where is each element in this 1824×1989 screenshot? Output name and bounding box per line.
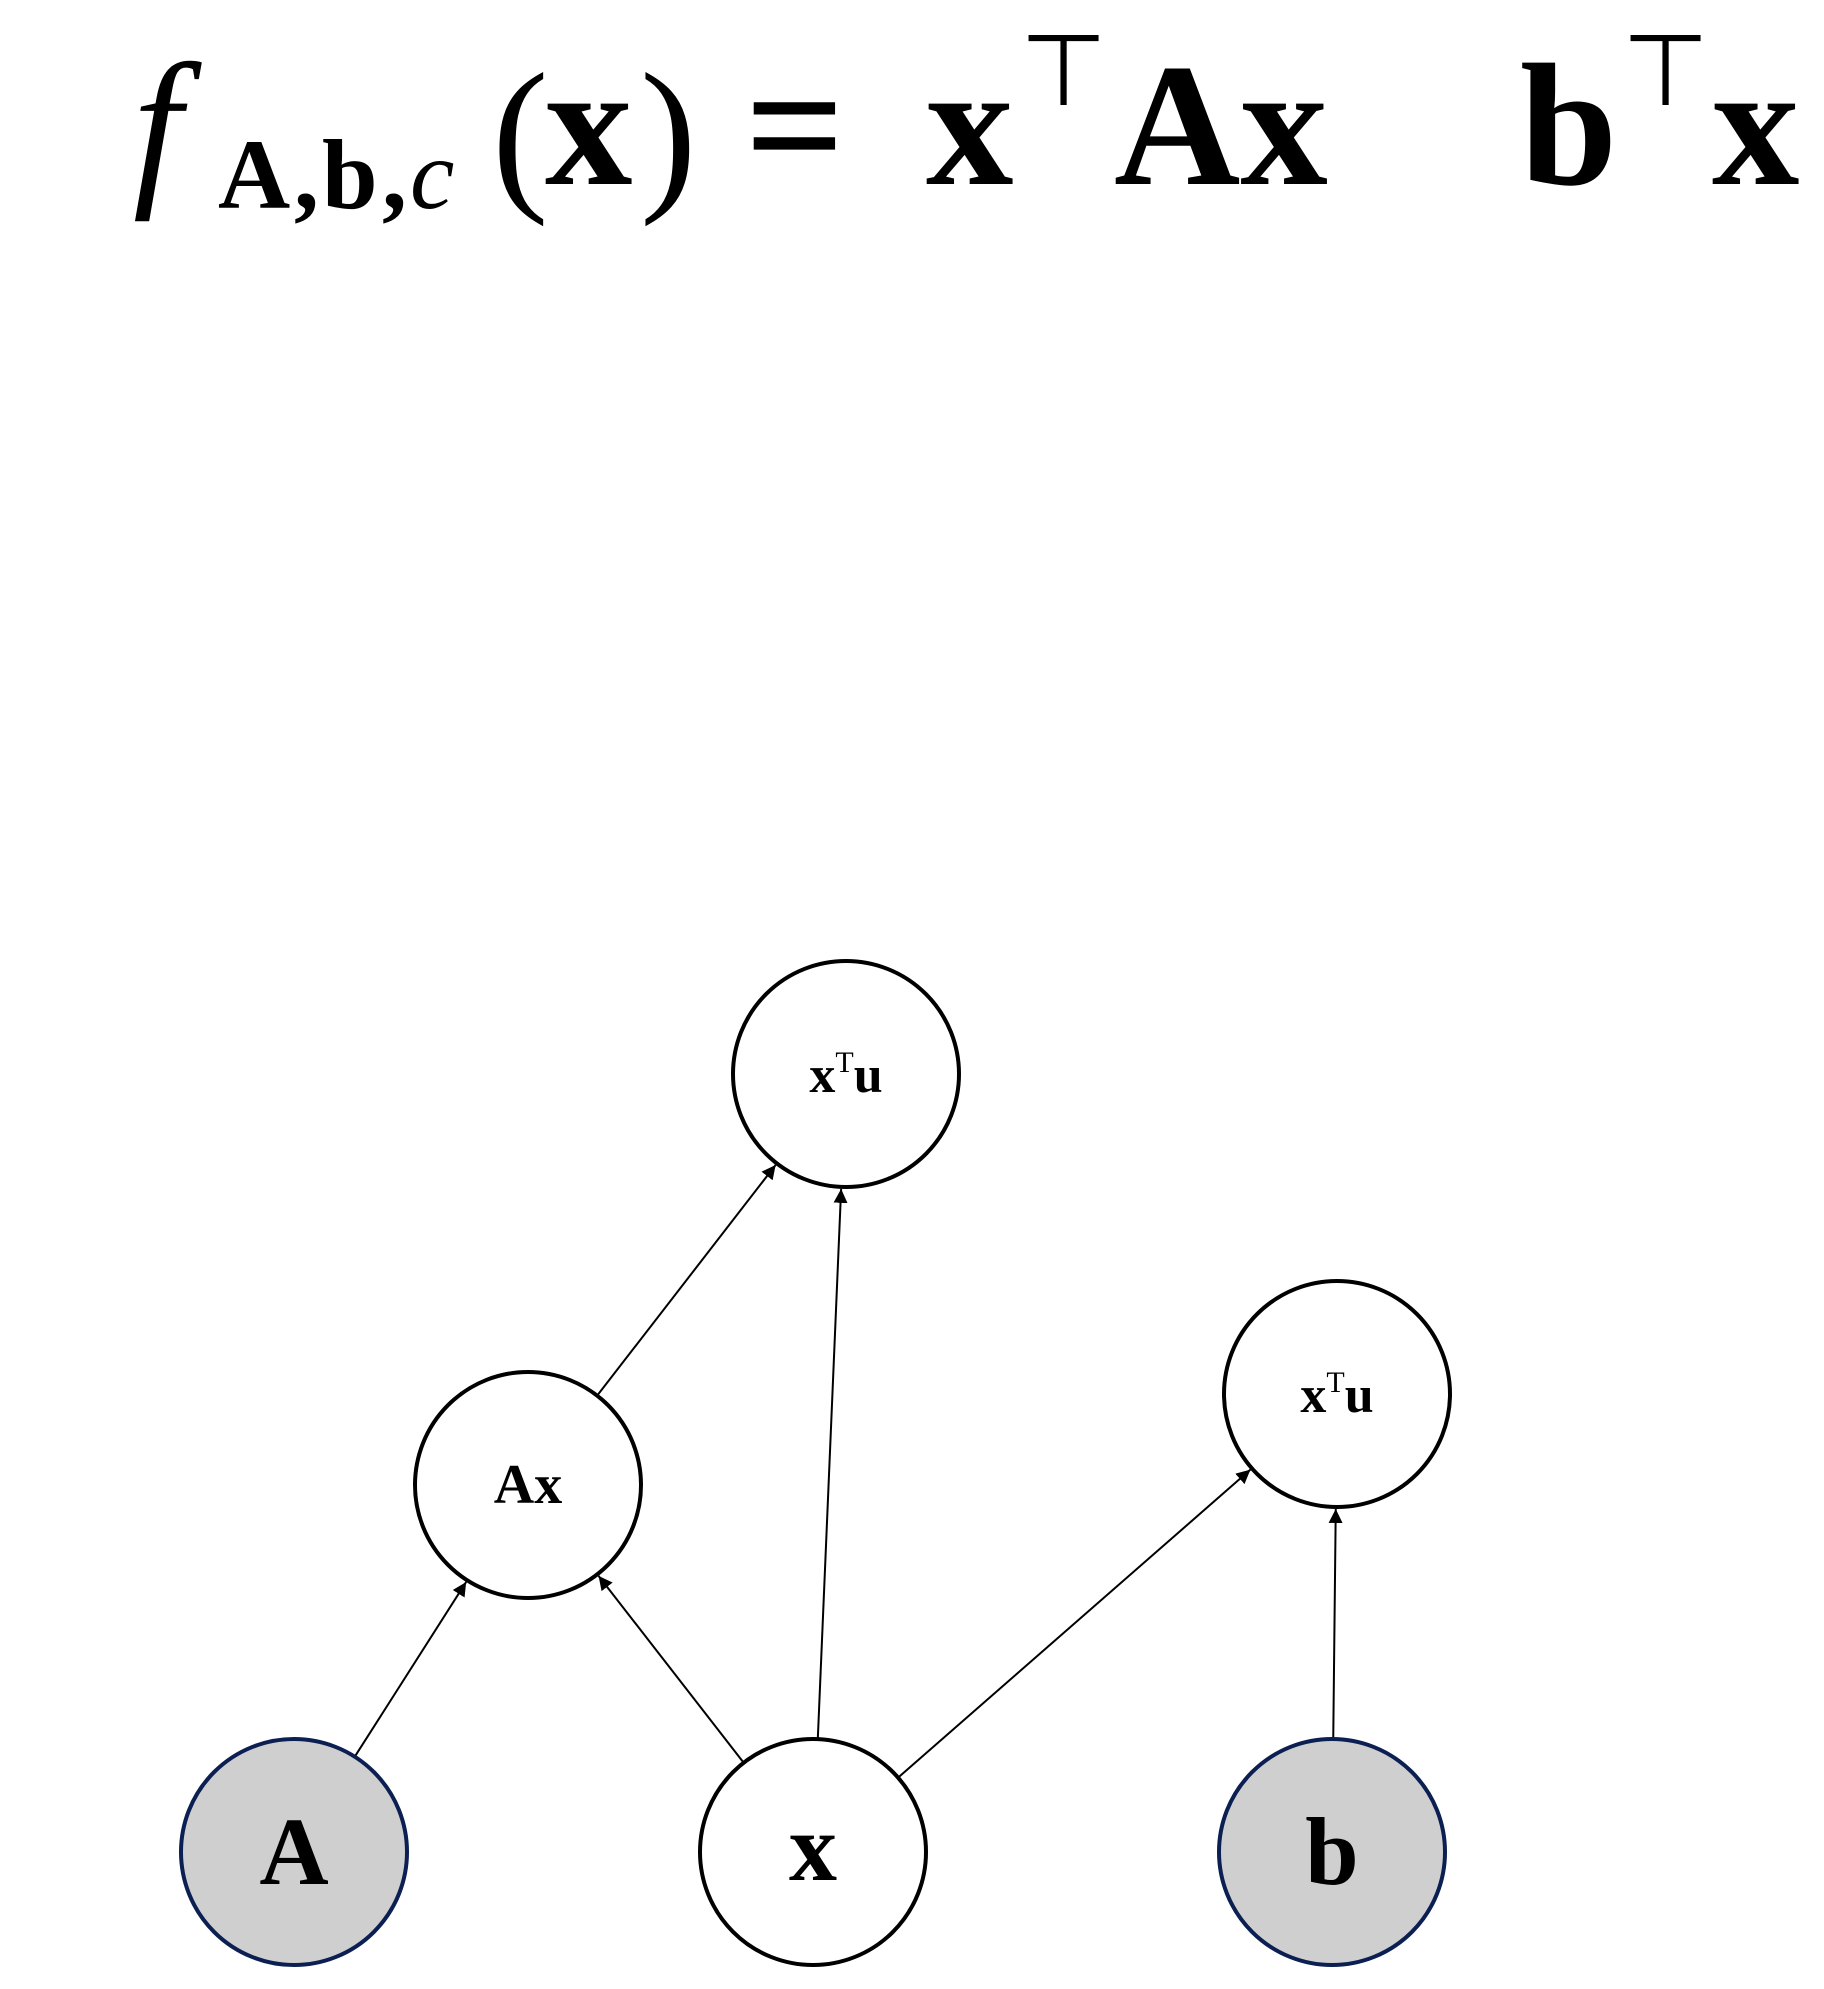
formula-f: f	[133, 28, 202, 222]
formula-sub-comma1: ,	[294, 119, 319, 230]
formula: f A , b , c ( x ) = x ⊤ Ax b ⊤ x	[133, 12, 1800, 230]
edge-A-to-ax	[353, 1581, 468, 1758]
node-label-xtu: xTu	[1300, 1366, 1373, 1424]
nodes: xTu Ax xTu A x b	[179, 959, 1452, 1967]
formula-sub-A: A	[218, 119, 290, 230]
node-xtu-right: xTu	[1222, 1279, 1452, 1509]
node-label-A: A	[259, 1798, 328, 1905]
edge-x-to-xtu_right	[897, 1468, 1252, 1779]
formula-equals: =	[745, 28, 845, 222]
formula-sub-comma2: ,	[382, 119, 407, 230]
node-circle-observed	[179, 1737, 409, 1967]
node-b: b	[1217, 1737, 1447, 1967]
formula-term1-Ax: Ax	[1114, 28, 1328, 222]
node-x: x	[698, 1737, 928, 1967]
node-label-ax: Ax	[494, 1454, 562, 1516]
edge-x-to-xtu_top	[816, 1188, 848, 1740]
formula-term2-transpose: ⊤	[1622, 12, 1709, 129]
node-circle	[1222, 1279, 1452, 1509]
formula-term1-x: x	[926, 28, 1014, 222]
edge-b-to-xtu_right	[1328, 1508, 1343, 1740]
node-label-b: b	[1305, 1798, 1358, 1905]
formula-term1-transpose: ⊤	[1020, 12, 1107, 129]
edges	[353, 1164, 1343, 1779]
node-label-xtu: xTu	[809, 1046, 882, 1104]
formula-sub-c: c	[410, 119, 454, 230]
formula-term2-b: b	[1520, 28, 1617, 222]
edge-x-to-ax	[597, 1575, 745, 1764]
node-ax: Ax	[413, 1370, 643, 1600]
formula-arg-x: x	[545, 28, 633, 222]
node-A: A	[179, 1737, 409, 1967]
edge-ax-to-xtu_top	[596, 1164, 777, 1397]
formula-term2-x: x	[1712, 28, 1800, 222]
node-circle	[731, 959, 961, 1189]
formula-close-paren: )	[640, 39, 697, 227]
node-circle	[698, 1737, 928, 1967]
node-circle-observed	[1217, 1737, 1447, 1967]
formula-open-paren: (	[492, 39, 549, 227]
node-circle	[413, 1370, 643, 1600]
node-xtu-top: xTu	[731, 959, 961, 1189]
formula-sub-b: b	[322, 119, 378, 230]
node-label-x: x	[789, 1794, 837, 1901]
